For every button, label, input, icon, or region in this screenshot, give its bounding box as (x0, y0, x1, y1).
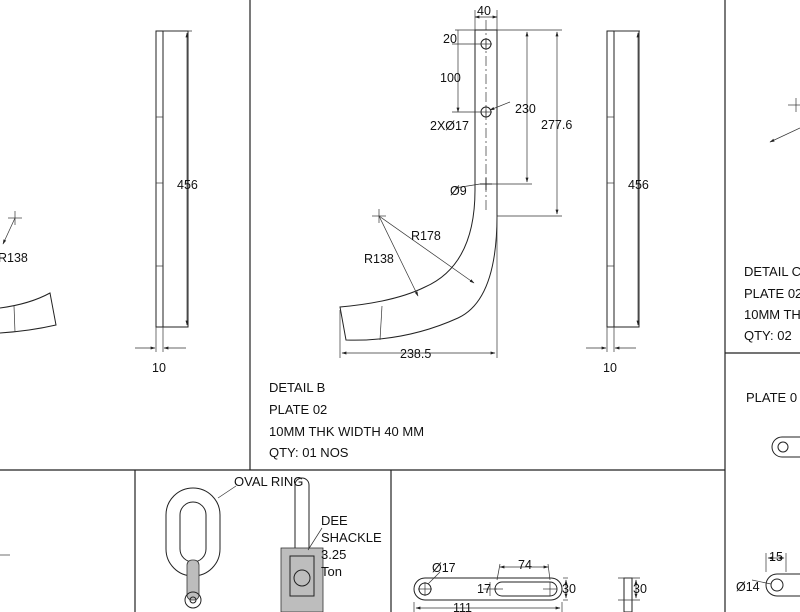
detail-right-view: DETAIL C PLATE 02 10MM THK QTY: 02 PLATE… (744, 98, 800, 458)
detail-left-view: R138 456 10 (0, 30, 198, 375)
detail-b-outer-radius: R178 (411, 229, 441, 243)
detail-b-side-height: 456 (628, 178, 649, 192)
link-plate-height: 30 (562, 582, 576, 596)
shackle-label-2: SHACKLE (321, 530, 382, 545)
detail-b-title: DETAIL B (269, 380, 325, 395)
detail-b-inner-radius: R138 (364, 252, 394, 266)
oval-ring-and-shackle: OVAL RING DEE SHACKLE 3.25 Ton (165, 474, 382, 612)
link-plate-width: 17 (477, 582, 491, 596)
detail-right-spec: 10MM THK (744, 307, 800, 322)
detail-right-plate: PLATE 02 (744, 286, 800, 301)
detail-b-small-hole: Ø9 (450, 184, 467, 198)
detail-b-top-offset: 20 (443, 32, 457, 46)
bottom-right-fragment: 15 Ø14 (736, 550, 800, 597)
link-plate-detail: Ø17 74 17 30 111 30 (413, 558, 647, 612)
detail-b-side-thickness: 10 (603, 361, 617, 375)
detail-b-holes: 2XØ17 (430, 119, 469, 133)
detail-b-spec: 10MM THK WIDTH 40 MM (269, 424, 424, 439)
detail-b-front-view: R178 R138 40 20 100 2XØ17 Ø9 230 277.6 2… (339, 4, 572, 361)
link-plate-length: 111 (453, 601, 472, 612)
detail-right-plate-label: PLATE 0 (746, 390, 797, 405)
left-height-label: 456 (177, 178, 198, 192)
detail-b-notes: DETAIL B PLATE 02 10MM THK WIDTH 40 MM Q… (269, 380, 424, 460)
shackle-label-4: Ton (321, 564, 342, 579)
detail-right-qty: QTY: 02 (744, 328, 792, 343)
detail-b-qty: QTY: 01 NOS (269, 445, 349, 460)
link-plate-side-height: 30 (633, 582, 647, 596)
detail-b-length: 238.5 (400, 347, 431, 361)
left-thickness-label: 10 (152, 361, 166, 375)
detail-b-side-view: 456 10 (586, 30, 649, 375)
link-plate-pitch: 74 (518, 558, 532, 572)
shackle-label-1: DEE (321, 513, 348, 528)
detail-b-width: 40 (477, 4, 491, 18)
detail-b-plate: PLATE 02 (269, 402, 327, 417)
left-radius-label: R138 (0, 251, 28, 265)
link-plate-hole: Ø17 (432, 561, 456, 575)
detail-b-hole-center: 230 (515, 102, 536, 116)
detail-b-overall: 277.6 (541, 118, 572, 132)
oval-ring-label: OVAL RING (234, 474, 303, 489)
right-bottom-hole: Ø14 (736, 580, 760, 594)
shackle-label-3: 3.25 (321, 547, 346, 562)
detail-right-title: DETAIL C (744, 264, 800, 279)
detail-b-hole-spacing: 100 (440, 71, 461, 85)
right-bottom-dim: 15 (769, 550, 783, 564)
